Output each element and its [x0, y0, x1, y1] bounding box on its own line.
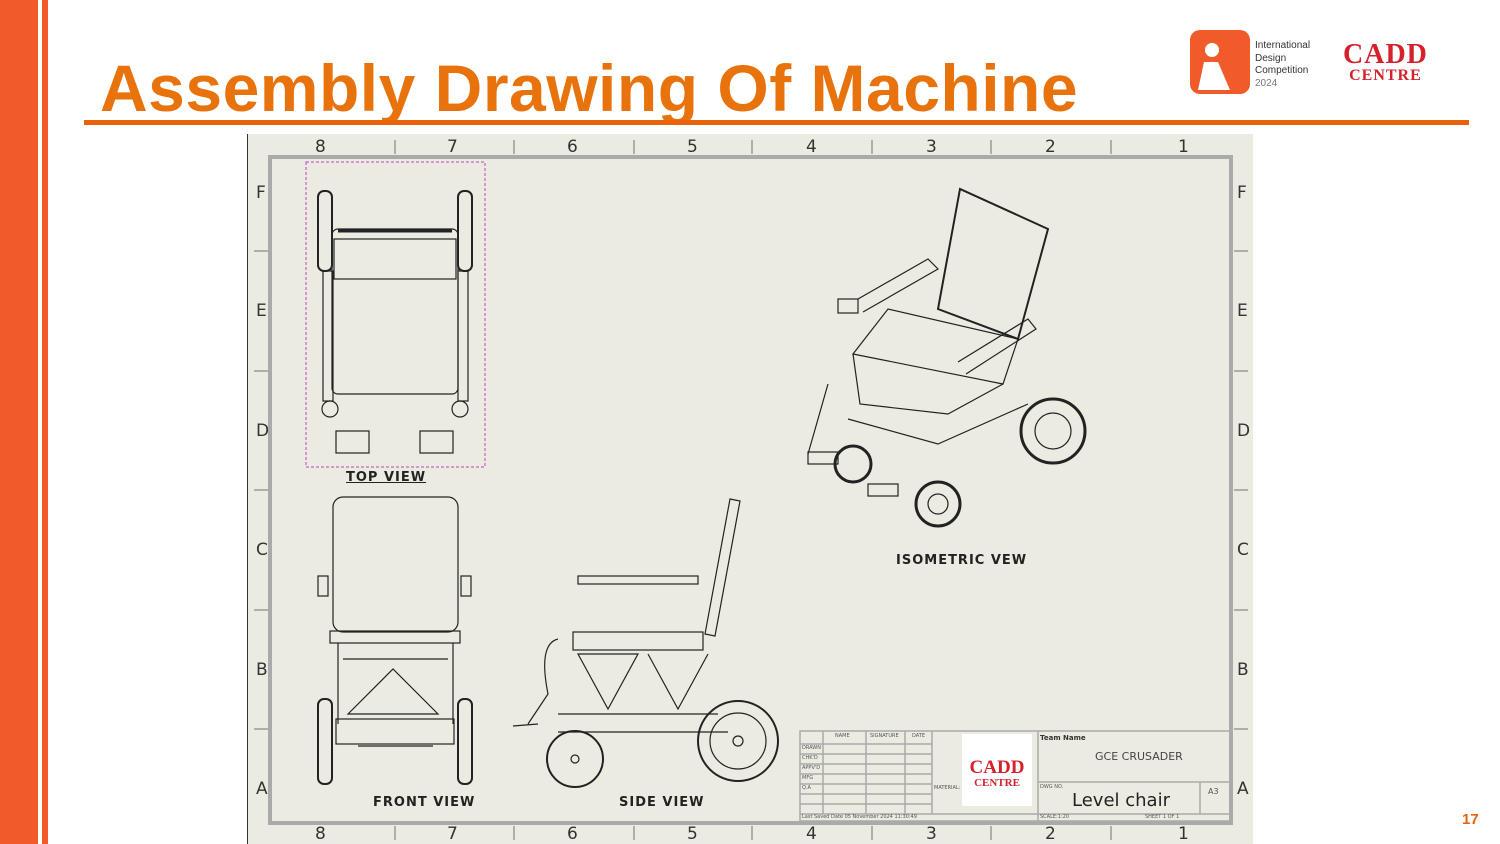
- drawing-lines: [254, 140, 1248, 840]
- last-saved-date: Last Saved Date 05 November 2024 11:30:4…: [802, 814, 917, 820]
- logo-line: CADD: [1343, 39, 1428, 70]
- page-number: 17: [1462, 811, 1479, 828]
- logo-line: CADD: [969, 757, 1025, 778]
- zone-col-8: 8: [315, 137, 326, 157]
- zone-col-1: 1: [1178, 137, 1189, 157]
- zone-col-8-bottom: 8: [315, 824, 326, 844]
- idc-logo-icon: [1190, 30, 1250, 94]
- zone-col-2: 2: [1045, 137, 1056, 157]
- drawing-sheet: 8 7 6 5 4 3 2 1 8 7 6 5 4 3 2 1 F E D C …: [247, 134, 1253, 844]
- title-block-cadd-logo: CADD CENTRE: [962, 734, 1032, 806]
- header-date: DATE: [912, 733, 926, 739]
- left-accent-stripe: [42, 0, 48, 844]
- zone-col-5-bottom: 5: [687, 824, 698, 844]
- zone-col-5: 5: [687, 137, 698, 157]
- title-underline: [84, 120, 1469, 125]
- title-block: NAME SIGNATURE DATE DRAWN CHK'D APPV'D M…: [800, 731, 1230, 821]
- isometric-view-label: ISOMETRIC VEW: [896, 553, 1028, 568]
- side-view-label: SIDE VIEW: [619, 795, 705, 810]
- zone-row-e-right: E: [1237, 301, 1248, 321]
- top-view-drawing: [305, 161, 486, 468]
- slide-title: Assembly Drawing Of Machine: [100, 51, 1079, 125]
- zone-row-a-right: A: [1237, 779, 1249, 799]
- team-name-label: Team Name: [1040, 734, 1086, 742]
- sheet-number: SHEET 1 OF 1: [1145, 814, 1180, 820]
- logo-line: Competition: [1255, 65, 1309, 76]
- zone-row-b-right: B: [1237, 660, 1249, 680]
- left-accent-bar: [0, 0, 38, 844]
- logo-line: Design: [1255, 52, 1287, 64]
- isometric-view-drawing: [807, 187, 1087, 528]
- zone-col-4: 4: [806, 137, 817, 157]
- row-checked: CHK'D: [802, 755, 818, 761]
- zone-row-d-right: D: [1237, 421, 1251, 441]
- zone-col-7-bottom: 7: [447, 824, 458, 844]
- zone-col-6-bottom: 6: [567, 824, 578, 844]
- zone-row-e: E: [256, 301, 267, 321]
- header-signature: SIGNATURE: [870, 733, 899, 739]
- zone-row-c-right: C: [1237, 540, 1249, 560]
- logo-line: CENTRE: [974, 777, 1020, 789]
- zone-col-1-bottom: 1: [1178, 824, 1189, 844]
- zone-col-2-bottom: 2: [1045, 824, 1056, 844]
- zone-col-3: 3: [926, 137, 937, 157]
- front-view-drawing: [317, 496, 473, 785]
- row-mfg: MFG: [802, 775, 814, 781]
- zone-row-f: F: [256, 183, 266, 203]
- zone-col-4-bottom: 4: [806, 824, 817, 844]
- drawing-title: Level chair: [1072, 790, 1170, 811]
- title-block-lines: [799, 730, 1231, 822]
- front-view-label: FRONT VIEW: [373, 795, 476, 810]
- zone-row-d: D: [256, 421, 270, 441]
- zone-col-3-bottom: 3: [926, 824, 937, 844]
- row-qa: Q.A: [802, 785, 811, 791]
- zone-col-7: 7: [447, 137, 458, 157]
- scale: SCALE:1:20: [1040, 814, 1069, 820]
- zone-row-a: A: [256, 779, 268, 799]
- material-label: MATERIAL:: [934, 785, 961, 791]
- dwg-no-label: DWG NO.: [1040, 784, 1064, 790]
- zone-row-b: B: [256, 660, 268, 680]
- row-approved: APPV'D: [802, 765, 821, 771]
- logo-line: International: [1255, 40, 1311, 51]
- side-view-drawing: [512, 498, 779, 788]
- logo-year: 2024: [1255, 77, 1278, 89]
- sheet-size: A3: [1208, 787, 1219, 796]
- zone-row-c: C: [256, 540, 268, 560]
- zone-row-f-right: F: [1237, 183, 1247, 203]
- cadd-centre-logo: CADD CENTRE: [1343, 39, 1428, 84]
- row-drawn: DRAWN: [802, 745, 821, 751]
- top-view-label: TOP VIEW: [346, 470, 427, 485]
- zone-col-6: 6: [567, 137, 578, 157]
- idc-logo-text: International Design Competition 2024: [1255, 40, 1310, 90]
- logo-line: CENTRE: [1349, 67, 1422, 84]
- header-name: NAME: [835, 733, 850, 739]
- team-name: GCE CRUSADER: [1095, 750, 1183, 763]
